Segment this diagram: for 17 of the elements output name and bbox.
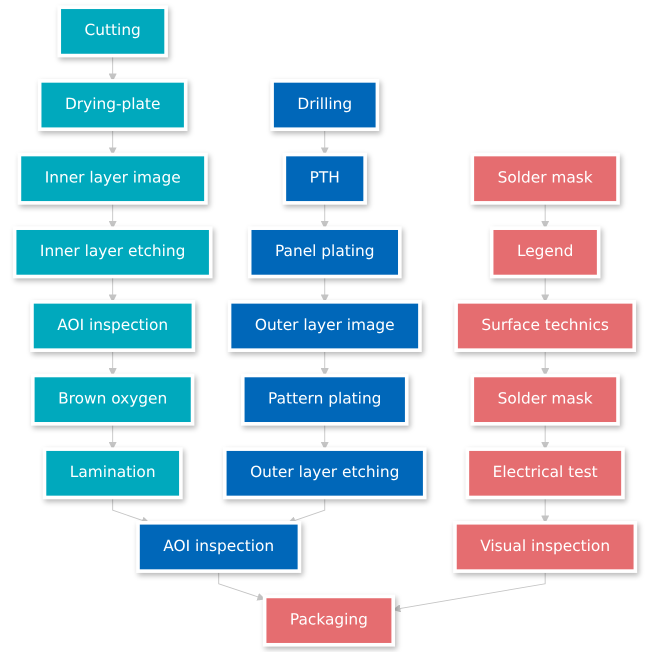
arrow	[108, 350, 117, 376]
arrow	[320, 128, 329, 155]
arrow	[541, 202, 550, 229]
arrow	[320, 276, 329, 302]
arrow	[320, 202, 329, 229]
arrow	[541, 423, 550, 450]
arrow	[108, 423, 117, 450]
arrow	[108, 202, 117, 229]
arrow	[541, 350, 550, 376]
arrow	[218, 570, 265, 601]
arrow	[541, 497, 550, 524]
arrow	[108, 276, 117, 302]
arrow	[320, 350, 329, 376]
arrow	[320, 423, 329, 450]
arrow	[108, 128, 117, 155]
arrow	[108, 55, 117, 82]
arrow	[541, 276, 550, 302]
